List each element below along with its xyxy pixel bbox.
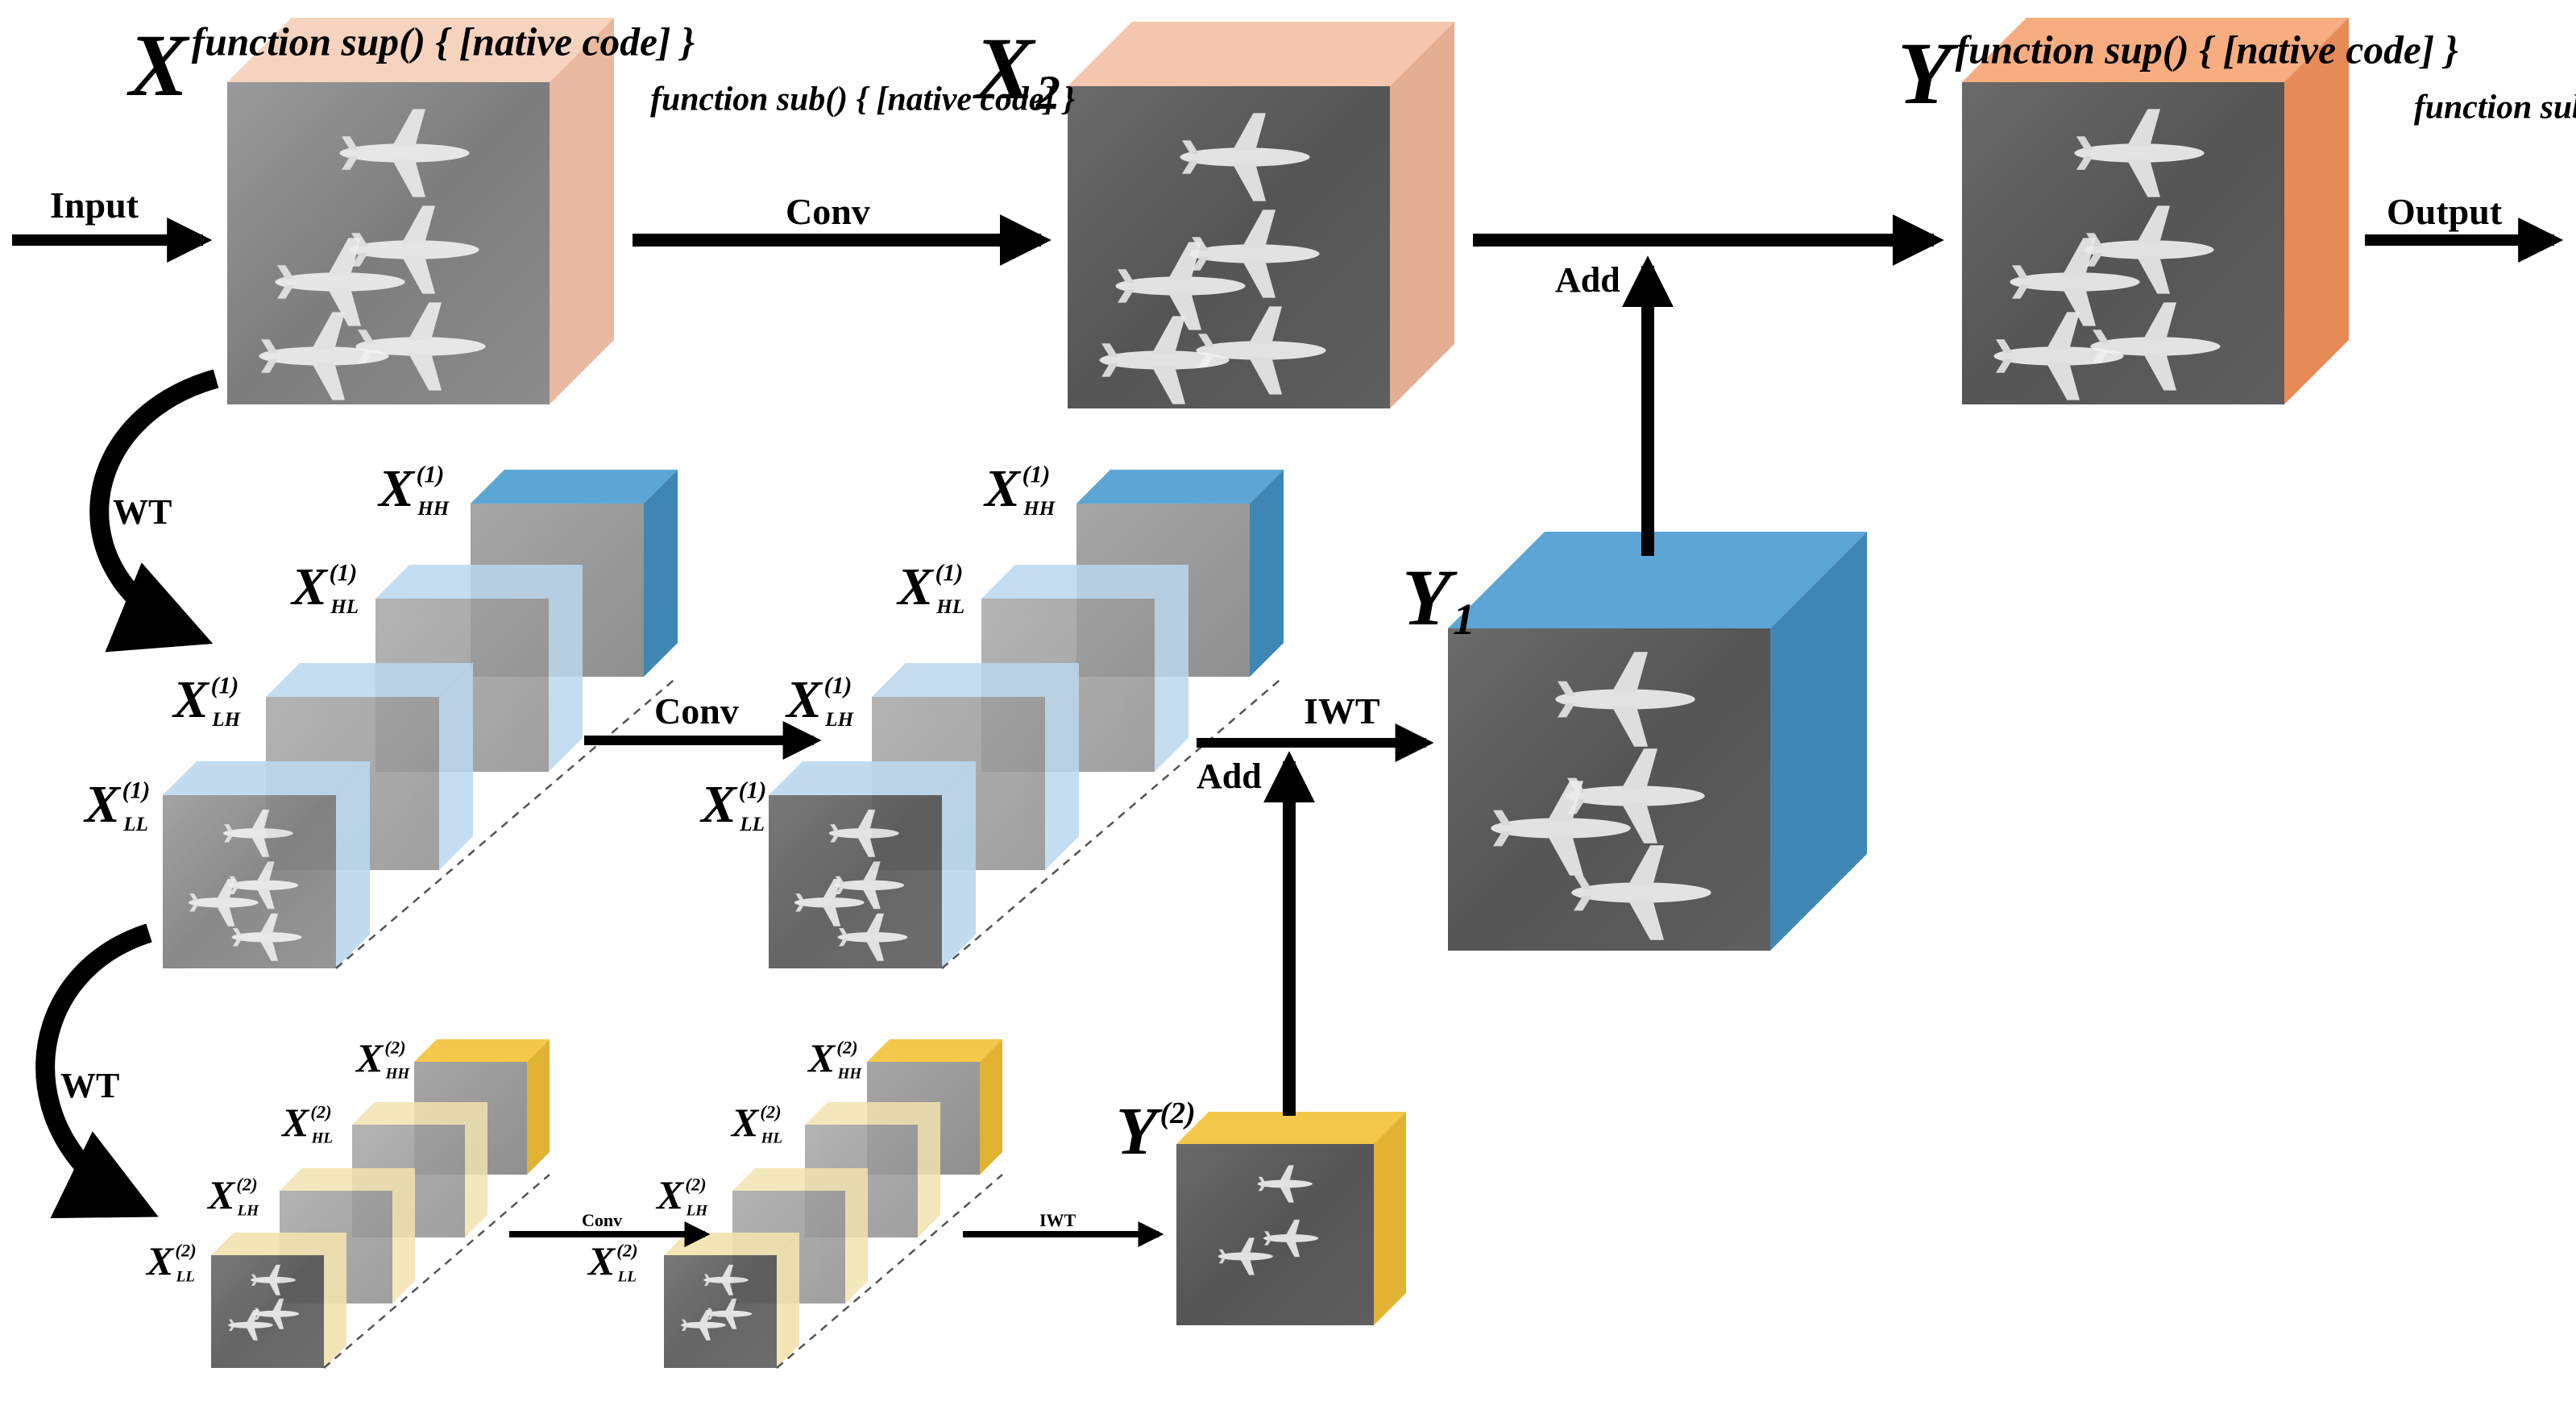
level1-input-subband-ll-cube bbox=[163, 761, 370, 968]
level2-conv-stack-guide-line bbox=[776, 1174, 1003, 1369]
symbol-x2: X2 bbox=[973, 19, 1060, 120]
level2-input-subband-label-lh: X(2)LH bbox=[206, 1172, 259, 1220]
wt-label-level1: WT bbox=[113, 492, 172, 532]
conv-label-level2: Conv bbox=[582, 1210, 622, 1230]
level1-conv-subband-label-lh: X(1)LH bbox=[785, 670, 855, 731]
level1-input-subband-label-lh: X(1)LH bbox=[172, 670, 242, 731]
reconstructed-cube-y2 bbox=[1176, 1112, 1406, 1325]
level1-conv-subband-ll-cube bbox=[769, 761, 976, 968]
conv-label-level1: Conv bbox=[654, 690, 739, 732]
symbol-x: Xfunction sup() { [native code] }functio… bbox=[127, 16, 1076, 118]
reconstructed-cube-y1 bbox=[1448, 532, 1867, 951]
level2-conv-subband-ll-cube bbox=[664, 1233, 799, 1368]
symbol-y2: Y(2) bbox=[1116, 1094, 1196, 1169]
level2-input-subband-label-hl: X(2)HL bbox=[280, 1100, 333, 1147]
iwt-label-level2: IWT bbox=[1039, 1210, 1076, 1230]
input-feature-cube-x bbox=[227, 18, 614, 404]
level2-conv-subband-label-ll: X(2)LL bbox=[587, 1238, 638, 1286]
symbol-y: Yfunction sup() { [native code] }functio… bbox=[1898, 24, 2576, 126]
level1-conv-subband-label-hh: X(1)HH bbox=[983, 459, 1056, 520]
input-label: Input bbox=[50, 184, 139, 226]
iwt-label-level1: IWT bbox=[1304, 690, 1380, 732]
add-label-level1: Add bbox=[1197, 756, 1262, 796]
level1-conv-subband-label-ll: X(1)LL bbox=[699, 775, 766, 835]
level1-conv-subband-label-hl: X(1)HL bbox=[896, 557, 964, 618]
level1-input-subband-label-hh: X(1)HH bbox=[377, 459, 450, 520]
level2-conv-subband-label-hh: X(2)HH bbox=[807, 1035, 862, 1083]
wt-label-level2: WT bbox=[60, 1066, 119, 1105]
wt-arrow-level2 bbox=[35, 923, 159, 1218]
level2-conv-subband-label-lh: X(2)LH bbox=[655, 1172, 708, 1220]
output-label: Output bbox=[2387, 191, 2503, 232]
add-label-top: Add bbox=[1555, 260, 1620, 300]
level2-input-subband-label-ll: X(2)LL bbox=[145, 1238, 197, 1286]
level2-conv-subband-label-hl: X(2)HL bbox=[730, 1100, 782, 1147]
level1-input-subband-label-ll: X(1)LL bbox=[83, 775, 150, 835]
symbol-y1: Y1 bbox=[1402, 553, 1475, 644]
level1-input-stack-guide-line bbox=[335, 676, 678, 969]
level1-input-subband-label-hl: X(1)HL bbox=[290, 557, 359, 618]
conv-feature-cube-x2 bbox=[1068, 22, 1454, 408]
output-feature-cube-y bbox=[1962, 18, 2349, 404]
level1-conv-stack-guide-line bbox=[941, 676, 1284, 969]
wt-arrow-level1 bbox=[89, 369, 219, 653]
level2-input-stack-guide-line bbox=[323, 1174, 550, 1369]
level2-input-subband-ll-cube bbox=[211, 1233, 346, 1368]
conv-label-top: Conv bbox=[786, 191, 870, 232]
level2-input-subband-label-hh: X(2)HH bbox=[355, 1035, 410, 1083]
